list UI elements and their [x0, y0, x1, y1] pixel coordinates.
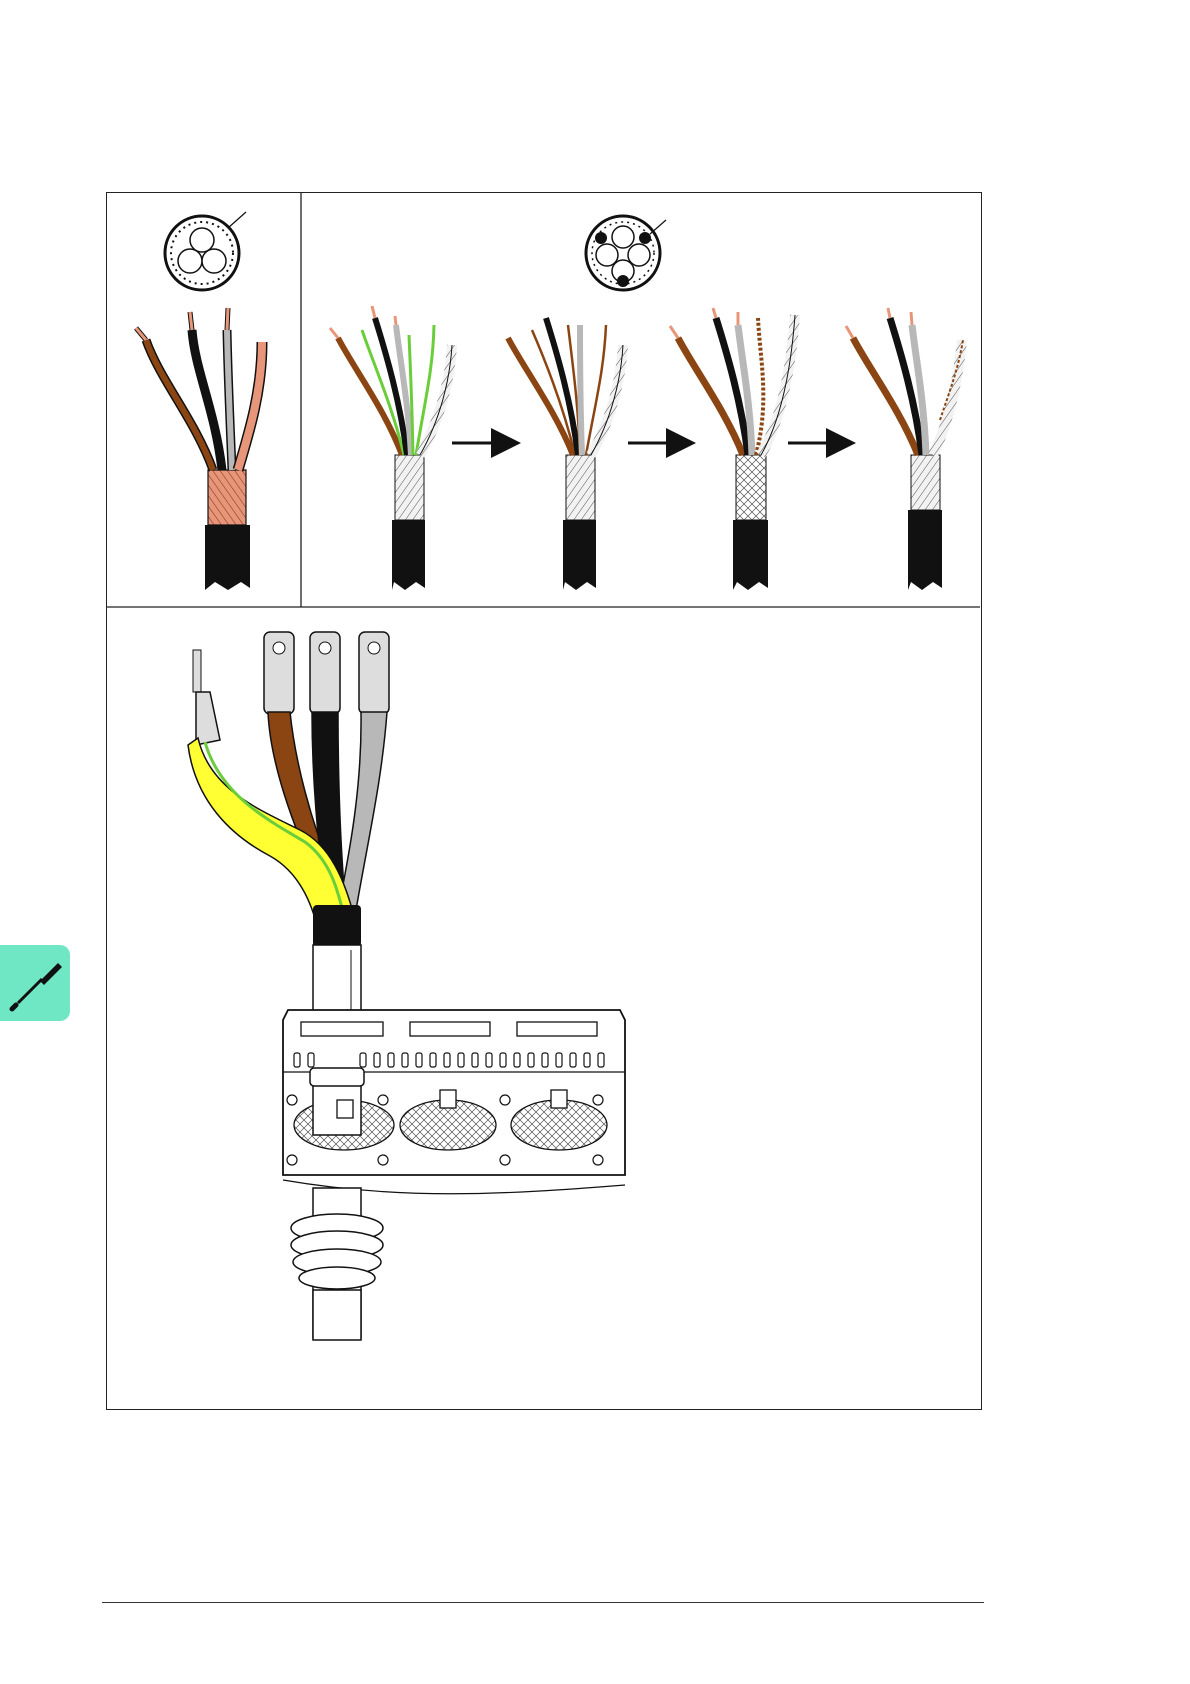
- cable-with-lugs: [188, 632, 389, 1075]
- screwdriver-icon: [0, 945, 70, 1021]
- footer-rule: [102, 1602, 984, 1603]
- chapter-tab: [0, 945, 70, 1021]
- cross-section-three-core: [165, 212, 246, 290]
- cable-gland: [291, 1188, 383, 1340]
- cable-step-4: [846, 308, 963, 590]
- cable-step-3: [670, 308, 795, 590]
- cross-section-four-core: [586, 216, 666, 290]
- cable-concentric-shield: [136, 308, 262, 590]
- cable-step-2: [508, 318, 623, 590]
- clamp-plate: [283, 1010, 625, 1194]
- cable-step-1: [330, 306, 452, 590]
